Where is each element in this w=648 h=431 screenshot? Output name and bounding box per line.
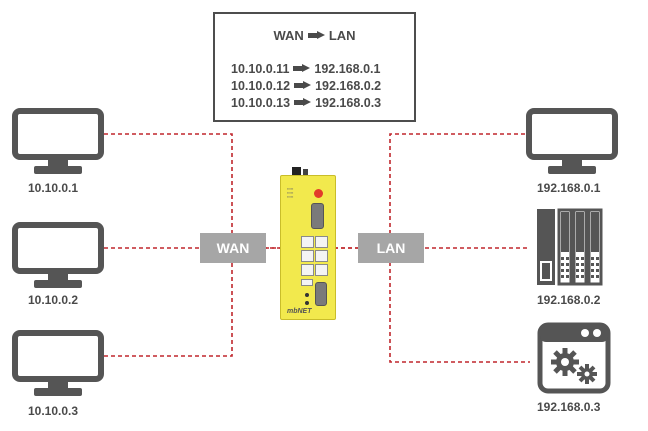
nat-header-lan: LAN <box>328 28 356 43</box>
nat-lan-ip: 192.168.0.3 <box>315 96 382 110</box>
nat-wan-ip: 10.10.0.13 <box>231 96 291 110</box>
ethernet-port <box>301 264 314 276</box>
nat-lan-ip: 192.168.0.1 <box>314 62 381 76</box>
wan-line-1 <box>104 133 282 249</box>
wan-line-3 <box>104 248 233 357</box>
status-text: ▪▪▪▪▪▪▪▪▪▪▪▪▪▪▪ <box>287 187 294 199</box>
ethernet-port <box>315 236 328 248</box>
nat-row: 10.10.0.11 192.168.0.1 <box>231 62 411 76</box>
lan-line-3 <box>389 248 530 363</box>
nat-wan-ip: 10.10.0.12 <box>231 79 291 93</box>
lan-device-ip: 192.168.0.2 <box>537 293 601 307</box>
arrow-right-icon <box>293 64 311 73</box>
nat-wan-ip: 10.10.0.11 <box>231 62 290 76</box>
status-led <box>314 189 323 198</box>
nat-lan-ip: 192.168.0.2 <box>315 79 382 93</box>
nat-header-wan: WAN <box>273 28 304 43</box>
usb-port <box>301 279 313 286</box>
lan-device-ip: 192.168.0.1 <box>537 181 601 195</box>
lan-tag: LAN <box>358 233 424 263</box>
ethernet-port <box>301 236 314 248</box>
wan-device-ip: 10.10.0.1 <box>28 181 79 195</box>
wan-device-ip: 10.10.0.3 <box>28 404 79 418</box>
router-icon: ▪▪▪▪▪▪▪▪▪▪▪▪▪▪▪ mbNET <box>280 175 336 320</box>
button-icon <box>305 293 309 297</box>
arrow-right-icon <box>294 98 312 107</box>
monitor-icon <box>12 330 104 396</box>
arrow-right-icon <box>294 81 312 90</box>
serial-port <box>311 203 324 229</box>
ethernet-port <box>315 250 328 262</box>
arrow-right-icon <box>307 31 325 40</box>
settings-window-icon <box>537 322 611 394</box>
antenna-connector <box>292 167 301 177</box>
wan-tag: WAN <box>200 233 266 263</box>
nat-row: 10.10.0.12 192.168.0.2 <box>231 79 411 93</box>
lan-device-ip: 192.168.0.3 <box>537 400 601 414</box>
monitor-icon <box>12 108 104 174</box>
serial-port <box>315 282 327 306</box>
plc-icon <box>537 208 603 286</box>
ethernet-port <box>301 250 314 262</box>
monitor-icon <box>12 222 104 288</box>
nat-header: WAN LAN <box>215 28 414 43</box>
nat-row: 10.10.0.13 192.168.0.3 <box>231 96 411 110</box>
button-icon <box>305 301 309 305</box>
lan-line-1 <box>334 133 526 249</box>
ethernet-port <box>315 264 328 276</box>
router-brand: mbNET <box>287 308 312 315</box>
wan-device-ip: 10.10.0.2 <box>28 293 79 307</box>
antenna-connector <box>303 169 308 176</box>
monitor-icon <box>526 108 618 174</box>
